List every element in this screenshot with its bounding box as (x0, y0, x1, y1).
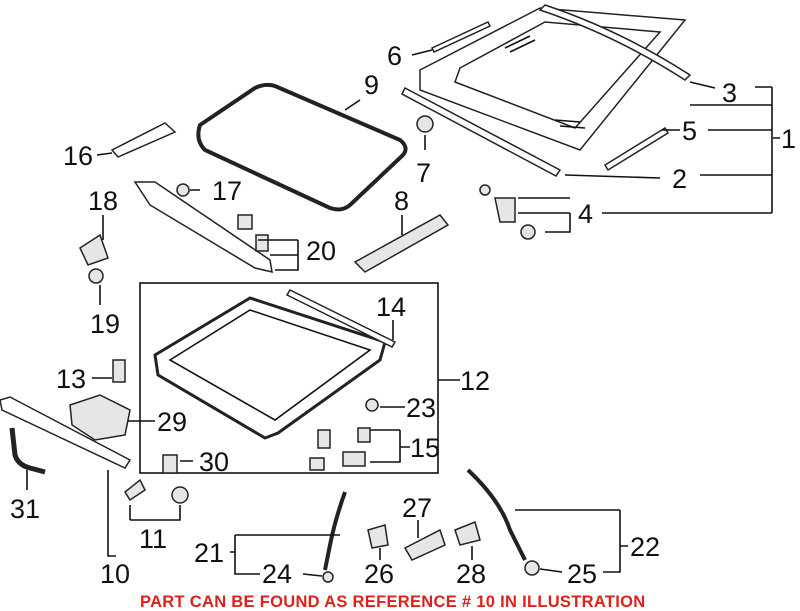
clip-4a (479, 184, 491, 196)
callout-16: 16 (63, 141, 93, 171)
callout-8: 8 (394, 186, 409, 216)
callout-11: 11 (139, 524, 167, 554)
callout-20: 20 (306, 236, 336, 266)
clip-23 (365, 398, 379, 412)
guide-rail-left (133, 181, 273, 273)
callout-14: 14 (376, 292, 406, 322)
callout-26: 26 (364, 559, 394, 589)
bolt-13 (112, 359, 126, 383)
callout-6: 6 (387, 41, 402, 71)
callout-19: 19 (90, 309, 120, 339)
clip-19 (88, 268, 104, 284)
callout-28: 28 (456, 559, 486, 589)
drain-hose-22 (466, 468, 527, 561)
callout-9: 9 (364, 70, 379, 100)
clip-15c (357, 427, 371, 443)
callout-27: 27 (402, 493, 432, 523)
leader-lines (26, 49, 780, 577)
callout-23: 23 (406, 393, 436, 423)
callout-3: 3 (722, 78, 737, 108)
callout-24: 24 (262, 559, 292, 589)
callout-17: 17 (212, 176, 242, 206)
deflector-8 (353, 214, 450, 273)
trim-5 (603, 126, 670, 172)
clip-28 (454, 520, 481, 546)
callout-30: 30 (199, 447, 229, 477)
clip-25 (524, 560, 540, 576)
bolt-7 (416, 115, 434, 133)
clip-11b (171, 486, 189, 504)
clip-26 (367, 524, 389, 549)
clip-30 (162, 454, 178, 474)
nut-20b (255, 234, 269, 252)
clip-24 (322, 571, 334, 583)
clip-17 (176, 183, 190, 197)
callout-12: 12 (460, 366, 490, 396)
clip-15b (309, 457, 325, 471)
reference-note: PART CAN BE FOUND AS REFERENCE # 10 IN I… (140, 593, 646, 611)
seal-2 (401, 86, 562, 177)
weatherstrip-9 (196, 82, 408, 212)
drain-hose-21 (323, 491, 347, 571)
callout-13: 13 (56, 364, 86, 394)
clip-27 (403, 528, 446, 561)
callout-18: 18 (88, 186, 118, 216)
callout-1: 1 (781, 124, 796, 154)
callout-2: 2 (672, 164, 687, 194)
callout-25: 25 (567, 559, 597, 589)
callout-29: 29 (157, 407, 187, 437)
callout-7: 7 (416, 158, 431, 188)
motor-29 (69, 394, 131, 441)
seal-14 (285, 289, 397, 348)
callout-4: 4 (578, 199, 593, 229)
assembly-box-12 (139, 282, 439, 474)
rail-10 (0, 396, 132, 469)
callout-21: 21 (194, 538, 224, 568)
bracket-16 (110, 122, 177, 158)
clip-15a (317, 429, 331, 449)
callout-22: 22 (630, 532, 660, 562)
callout-31: 31 (10, 494, 40, 524)
clip-4b (520, 224, 536, 240)
clip-15d (342, 451, 366, 467)
drain-hose-31 (9, 427, 46, 475)
seal-6 (430, 21, 492, 53)
clip-11a (124, 478, 146, 502)
bracket-18 (79, 233, 109, 266)
nut-20a (237, 214, 253, 230)
glass-panel (419, 7, 687, 151)
callout-5: 5 (682, 116, 697, 146)
bracket-4 (494, 197, 516, 223)
callout-labels: 1 2 3 4 5 6 7 8 9 10 11 12 13 14 15 16 1… (10, 41, 796, 589)
roof-trim-3 (538, 4, 692, 81)
callout-15: 15 (410, 433, 440, 463)
callout-10: 10 (100, 559, 130, 589)
